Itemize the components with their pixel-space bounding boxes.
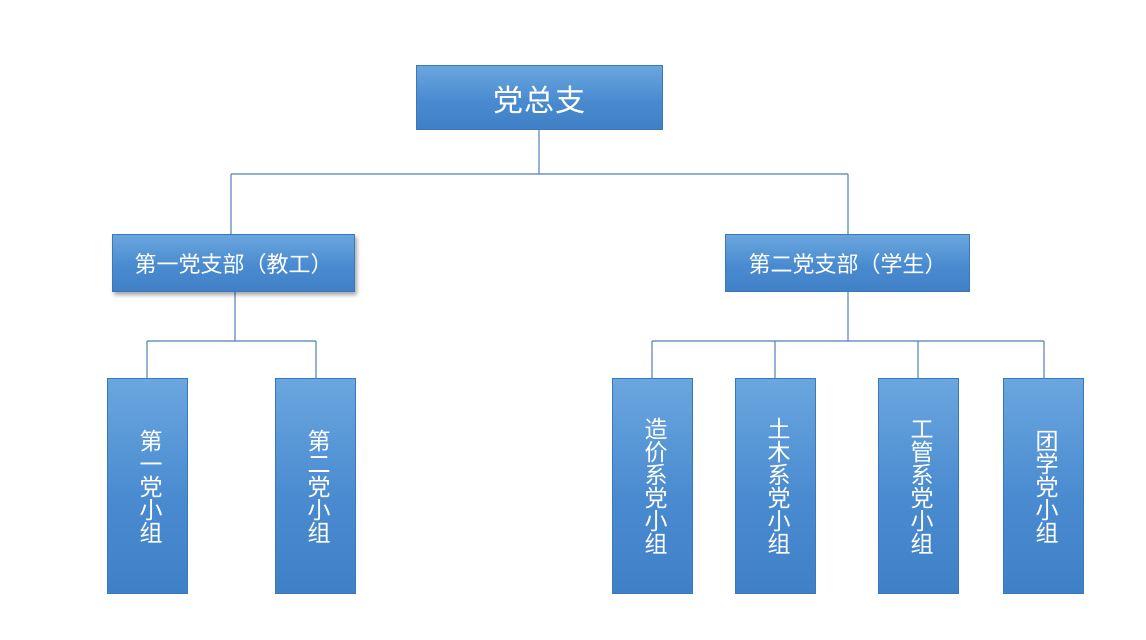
- node-leaf-group-1-label: 第一党小组: [135, 428, 161, 544]
- node-leaf-cost-dept: 造价系党小组: [612, 378, 693, 594]
- node-branch-teachers: 第一党支部（教工）: [112, 234, 355, 292]
- node-leaf-management-dept-label: 工管系党小组: [906, 417, 932, 555]
- node-branch-teachers-label: 第一党支部（教工）: [134, 253, 333, 278]
- node-leaf-youth-league: 团学党小组: [1003, 378, 1084, 594]
- node-root-label: 党总支: [493, 83, 586, 119]
- node-branch-students: 第二党支部（学生）: [725, 234, 970, 292]
- node-leaf-youth-league-label: 团学党小组: [1031, 428, 1057, 544]
- node-leaf-civil-dept-label: 土木系党小组: [763, 417, 789, 555]
- node-leaf-group-2: 第二党小组: [275, 378, 356, 594]
- node-leaf-management-dept: 工管系党小组: [878, 378, 959, 594]
- node-root: 党总支: [416, 65, 663, 130]
- node-leaf-group-2-label: 第二党小组: [303, 428, 329, 544]
- node-leaf-civil-dept: 土木系党小组: [735, 378, 816, 594]
- node-leaf-group-1: 第一党小组: [107, 378, 188, 594]
- node-branch-students-label: 第二党支部（学生）: [748, 253, 947, 278]
- node-leaf-cost-dept-label: 造价系党小组: [640, 417, 666, 555]
